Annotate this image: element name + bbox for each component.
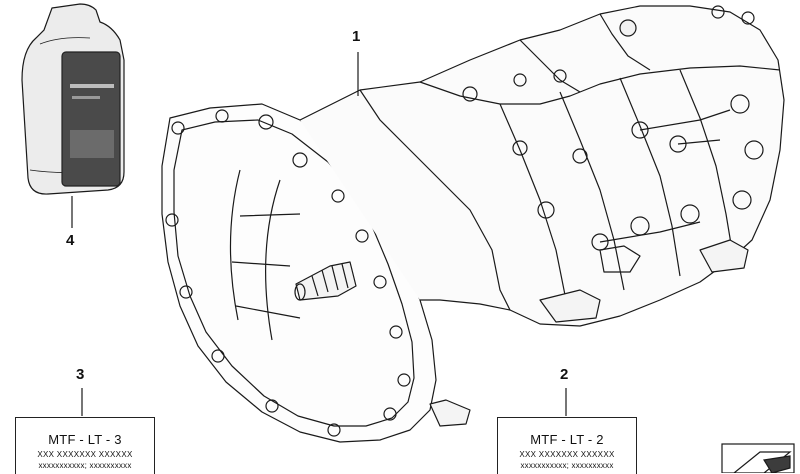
- oil-bottle-label: [61, 51, 121, 187]
- label-card-2[interactable]: MTF - LT - 2 XXX XXXXXXX XXXXXX xxxxxxxx…: [497, 417, 637, 474]
- document-symbol-icon: [721, 443, 795, 473]
- callout-3[interactable]: 3: [76, 366, 85, 383]
- label-2-line2: xxxxxxxxxxx; xxxxxxxxxx: [520, 461, 614, 470]
- label-3-line2: xxxxxxxxxxx; xxxxxxxxxx: [38, 461, 132, 470]
- label-card-3[interactable]: MTF - LT - 3 XXX XXXXXXX XXXXXX xxxxxxxx…: [15, 417, 155, 474]
- oil-bottle[interactable]: [21, 3, 125, 195]
- label-3-line1: XXX XXXXXXX XXXXXX: [37, 450, 133, 459]
- callout-4[interactable]: 4: [66, 232, 75, 249]
- transmission-assembly[interactable]: [161, 5, 785, 443]
- callout-1[interactable]: 1: [352, 28, 361, 45]
- label-2-title: MTF - LT - 2: [530, 432, 604, 447]
- callout-2[interactable]: 2: [560, 366, 569, 383]
- label-3-title: MTF - LT - 3: [48, 432, 122, 447]
- label-2-line1: XXX XXXXXXX XXXXXX: [519, 450, 615, 459]
